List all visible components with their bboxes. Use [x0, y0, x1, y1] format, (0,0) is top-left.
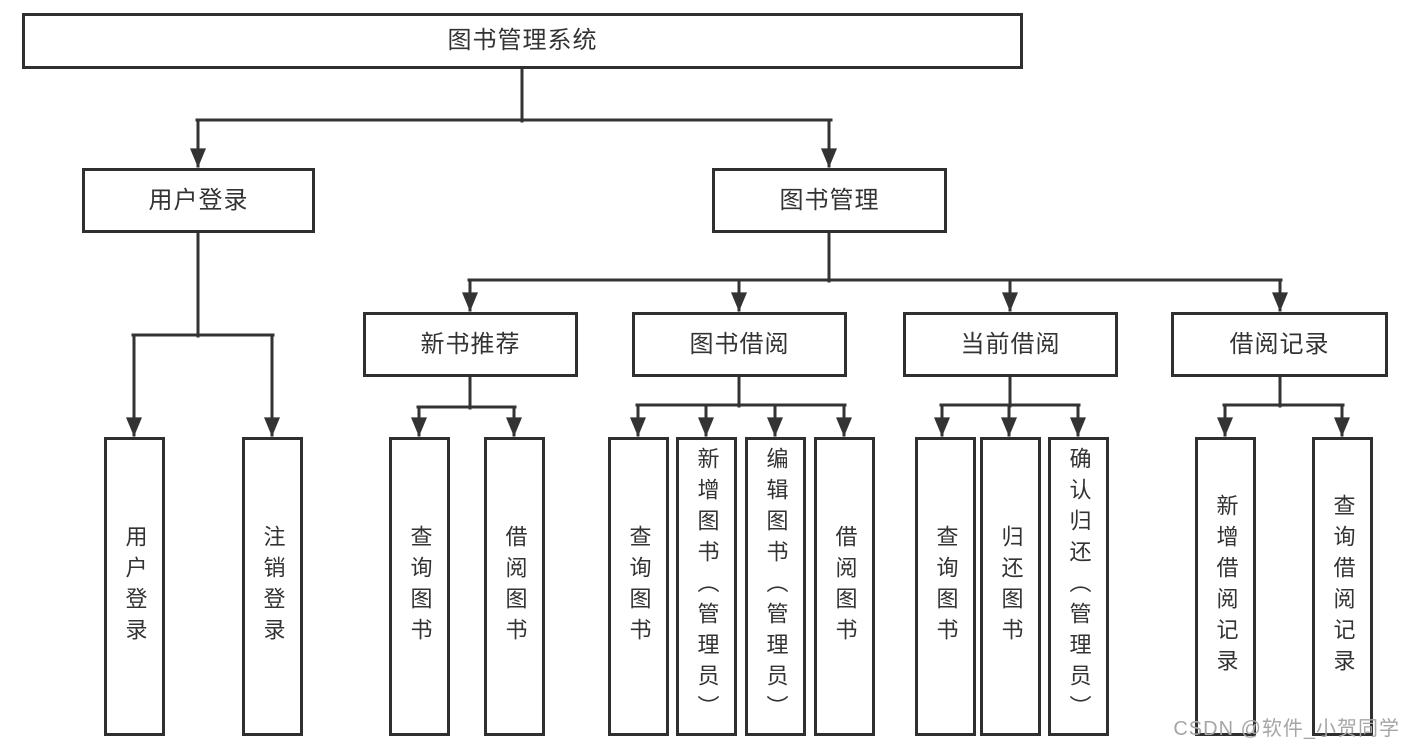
node-book-management: 图书管理: [712, 168, 947, 233]
node-user-login: 用户登录: [82, 168, 315, 233]
node-new-book-recommend: 新书推荐: [363, 312, 578, 377]
node-root: 图书管理系统: [22, 13, 1023, 69]
leaf-add-book-admin: 新增图书（管理员）: [676, 437, 737, 736]
node-borrow-record: 借阅记录: [1171, 312, 1388, 377]
leaf-query-book-borrow: 查询图书: [608, 437, 669, 736]
watermark: CSDN @软件_小贺同学: [1173, 718, 1400, 740]
leaf-return-book: 归还图书: [980, 437, 1041, 736]
leaf-query-borrow-record: 查询借阅记录: [1312, 437, 1373, 736]
node-current-borrow: 当前借阅: [903, 312, 1118, 377]
leaf-add-borrow-record: 新增借阅记录: [1195, 437, 1256, 736]
leaf-query-book-current: 查询图书: [915, 437, 976, 736]
leaf-confirm-return-admin: 确认归还（管理员）: [1048, 437, 1109, 736]
leaf-logout: 注销登录: [242, 437, 303, 736]
leaf-borrow-book: 借阅图书: [814, 437, 875, 736]
node-book-borrow: 图书借阅: [632, 312, 847, 377]
leaf-edit-book-admin: 编辑图书（管理员）: [745, 437, 806, 736]
leaf-user-login: 用户登录: [104, 437, 165, 736]
leaf-query-book-recommend: 查询图书: [389, 437, 450, 736]
leaf-borrow-book-recommend: 借阅图书: [484, 437, 545, 736]
